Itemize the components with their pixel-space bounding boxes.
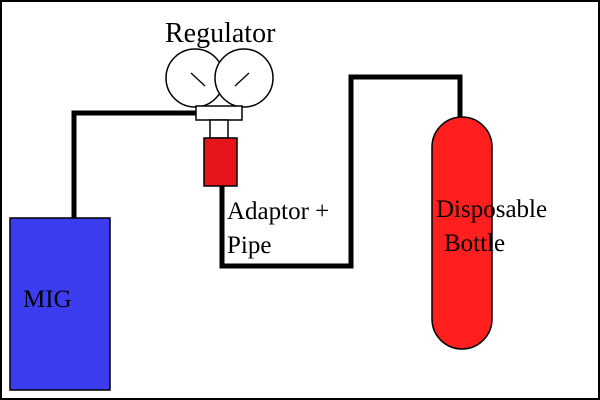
regulator-outlet — [209, 119, 229, 139]
bottle-label-line-2: Bottle — [444, 230, 506, 257]
regulator-body — [195, 105, 243, 121]
pipe-regulator-to-mig — [71, 110, 199, 218]
bottle-label-line-1: Disposable — [436, 196, 548, 223]
adaptor-label-line-1: Adaptor + — [227, 198, 330, 225]
pipe-adaptor-to-bottle — [219, 74, 463, 269]
disposable-bottle — [431, 116, 493, 350]
regulator — [165, 48, 274, 108]
adaptor-label-line-2: Pipe — [227, 232, 272, 259]
regulator-label: Regulator — [165, 18, 276, 49]
left-gauge-needle — [190, 72, 206, 87]
adaptor — [203, 137, 238, 187]
mig-unit — [9, 217, 111, 391]
mig-label: MIG — [23, 286, 72, 313]
right-gauge-needle — [234, 72, 250, 87]
